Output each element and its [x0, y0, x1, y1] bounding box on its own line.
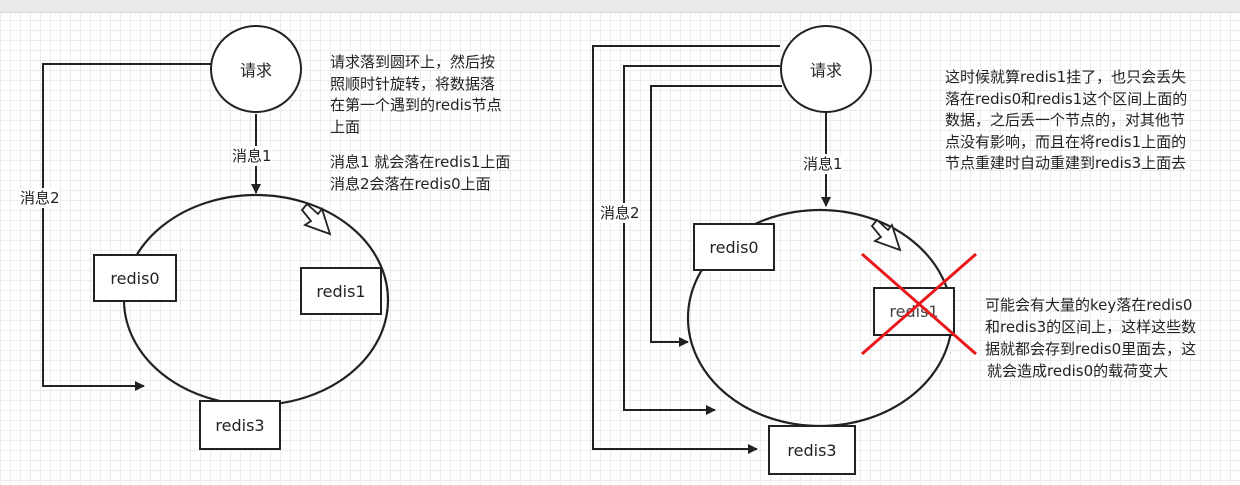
redis0-node-left: redis0 — [93, 254, 177, 302]
request-node-right: 请求 — [780, 25, 872, 113]
request-label-right: 请求 — [809, 61, 842, 80]
request-node-left: 请求 — [210, 25, 302, 113]
note-line: 和redis3的区间上，这样这些数 — [985, 318, 1197, 336]
message2-arrow-right-middle — [623, 65, 780, 415]
note-line: 据就都会存到redis0里面去，这 — [985, 340, 1197, 358]
right-explanation-note: 这时候就算redis1挂了，也只会丢失 落在redis0和redis1这个区间上… — [945, 67, 1187, 175]
message2-label-left: 消息2 — [20, 188, 60, 208]
note-line: 请求落到圆环上，然后按 — [330, 53, 496, 71]
redis3-node-left: redis3 — [199, 400, 281, 450]
message2-arrow-right-inner — [650, 85, 782, 347]
note-line: 这时候就算redis1挂了，也只会丢失 — [945, 68, 1187, 86]
note-line: 落在redis0和redis1这个区间上面的 — [945, 89, 1188, 108]
message2-arrow-right-outer — [592, 45, 780, 454]
message1-label-left: 消息1 — [232, 146, 272, 166]
message2-label-right: 消息2 — [600, 203, 640, 223]
message2-arrow-left — [42, 63, 212, 391]
note-line: 照顺时针旋转，将数据落 — [330, 74, 496, 93]
clockwise-arrow-icon-left — [300, 202, 332, 236]
note-line: 点没有影响，而且在将redis1上面的 — [945, 132, 1187, 151]
note-line: 可能会有大量的key落在redis0 — [985, 296, 1193, 314]
note-line: 消息1 就会落在redis1上面 — [330, 153, 511, 171]
note-line: 消息2会落在redis0上面 — [330, 174, 491, 193]
note-line: 节点重建时自动重建到redis3上面去 — [945, 154, 1187, 172]
right-warning-note: 可能会有大量的key落在redis0 和redis3的区间上，这样这些数 据就都… — [985, 294, 1196, 382]
redis3-node-right: redis3 — [768, 425, 856, 475]
note-line: 在第一个遇到的redis节点 — [330, 96, 502, 114]
redis0-node-right: redis0 — [693, 223, 775, 271]
note-line: 数据，之后丢一个节点的，对其他节 — [945, 111, 1186, 129]
redis1-node-right-failed: redis1 — [873, 287, 955, 336]
message1-label-right: 消息1 — [803, 154, 843, 174]
redis1-node-left: redis1 — [300, 267, 382, 315]
top-toolbar-strip — [0, 0, 1240, 13]
left-explanation-note: 请求落到圆环上，然后按 照顺时针旋转，将数据落 在第一个遇到的redis节点 上… — [330, 52, 510, 195]
request-label-left: 请求 — [239, 61, 272, 80]
note-line: 就会造成redis0的载荷变大 — [987, 362, 1169, 380]
note-line: 上面 — [330, 117, 361, 136]
clockwise-arrow-icon-right — [870, 218, 902, 252]
